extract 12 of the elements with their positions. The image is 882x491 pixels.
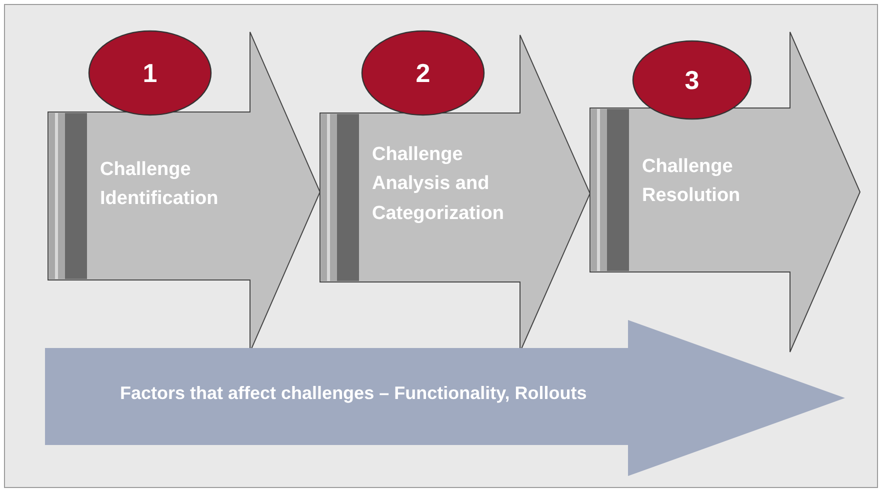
number-ellipse <box>632 40 752 120</box>
step-number: 2 <box>414 56 432 90</box>
step-label: Challenge Resolution <box>642 155 742 208</box>
number-ellipse <box>361 30 485 116</box>
number-ellipse <box>88 30 212 116</box>
process-step-shape <box>590 32 860 352</box>
factors-banner <box>45 320 845 476</box>
step-label: Challenge Identification <box>100 158 220 212</box>
step-label: Challenge Analysis and Categorization <box>372 143 505 226</box>
factors-label: Factors that affect challenges – Functionality, Rollouts <box>120 382 588 405</box>
step-number: 3 <box>684 64 700 97</box>
step-number: 1 <box>142 56 158 90</box>
